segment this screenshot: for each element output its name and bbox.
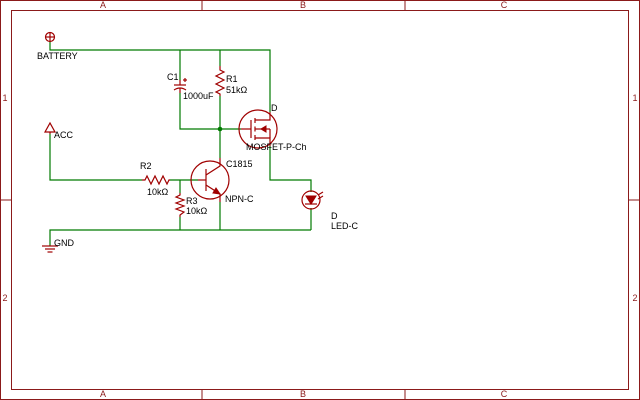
zone-col-bottom-a: A — [100, 389, 106, 399]
ground-symbol: GND — [42, 238, 75, 253]
r1-value-label: 51kΩ — [226, 85, 248, 95]
gnd-net-label: GND — [54, 238, 75, 248]
r3-ref-label: R3 — [186, 196, 198, 206]
r2-ref-label: R2 — [140, 161, 152, 171]
wire-battery-rail — [49, 42, 271, 112]
zone-col-top-b: B — [300, 0, 306, 10]
mosfet-ref-label: D — [271, 103, 278, 113]
resistor-r2: R2 10kΩ — [140, 161, 170, 197]
zone-row-right-2: 2 — [632, 293, 637, 303]
mosfet-value-label: MOSFET-P-Ch — [246, 142, 307, 152]
resistor-r3: R3 10kΩ — [174, 193, 208, 217]
npn-ref-label: C1815 — [226, 159, 253, 169]
led-value-label: LED-C — [331, 221, 359, 231]
battery-net-label: BATTERY — [37, 51, 78, 61]
c1-value-label: 1000uF — [183, 91, 214, 101]
zone-col-top-a: A — [100, 0, 106, 10]
zone-row-right-1: 1 — [632, 93, 637, 103]
npn-transistor: C1815 NPN-C — [190, 158, 254, 204]
wire-acc — [49, 134, 142, 181]
battery-power-symbol: BATTERY — [37, 31, 78, 61]
acc-power-symbol: ACC — [43, 121, 74, 140]
wire-ground-rail — [49, 229, 311, 246]
zone-row-left-1: 1 — [2, 93, 7, 103]
resistor-r1: R1 51kΩ — [214, 66, 248, 96]
junction-dot — [217, 126, 223, 132]
mosfet-p-channel: D MOSFET-P-Ch — [238, 103, 307, 152]
c1-ref-label: C1 — [167, 72, 179, 82]
r1-ref-label: R1 — [226, 74, 238, 84]
zone-col-bottom-b: B — [300, 389, 306, 399]
r3-value-label: 10kΩ — [186, 206, 208, 216]
npn-value-label: NPN-C — [225, 194, 254, 204]
zone-row-left-2: 2 — [2, 293, 7, 303]
capacitor-c1: C1 1000uF — [167, 72, 214, 101]
zone-col-top-c: C — [501, 0, 508, 10]
led-diode: D LED-C — [301, 190, 359, 231]
r2-value-label: 10kΩ — [147, 187, 169, 197]
wire-drain-led — [269, 146, 312, 192]
wires — [49, 42, 312, 246]
led-ref-label: D — [331, 211, 338, 221]
zone-col-bottom-c: C — [501, 389, 508, 399]
acc-net-label: ACC — [54, 130, 74, 140]
